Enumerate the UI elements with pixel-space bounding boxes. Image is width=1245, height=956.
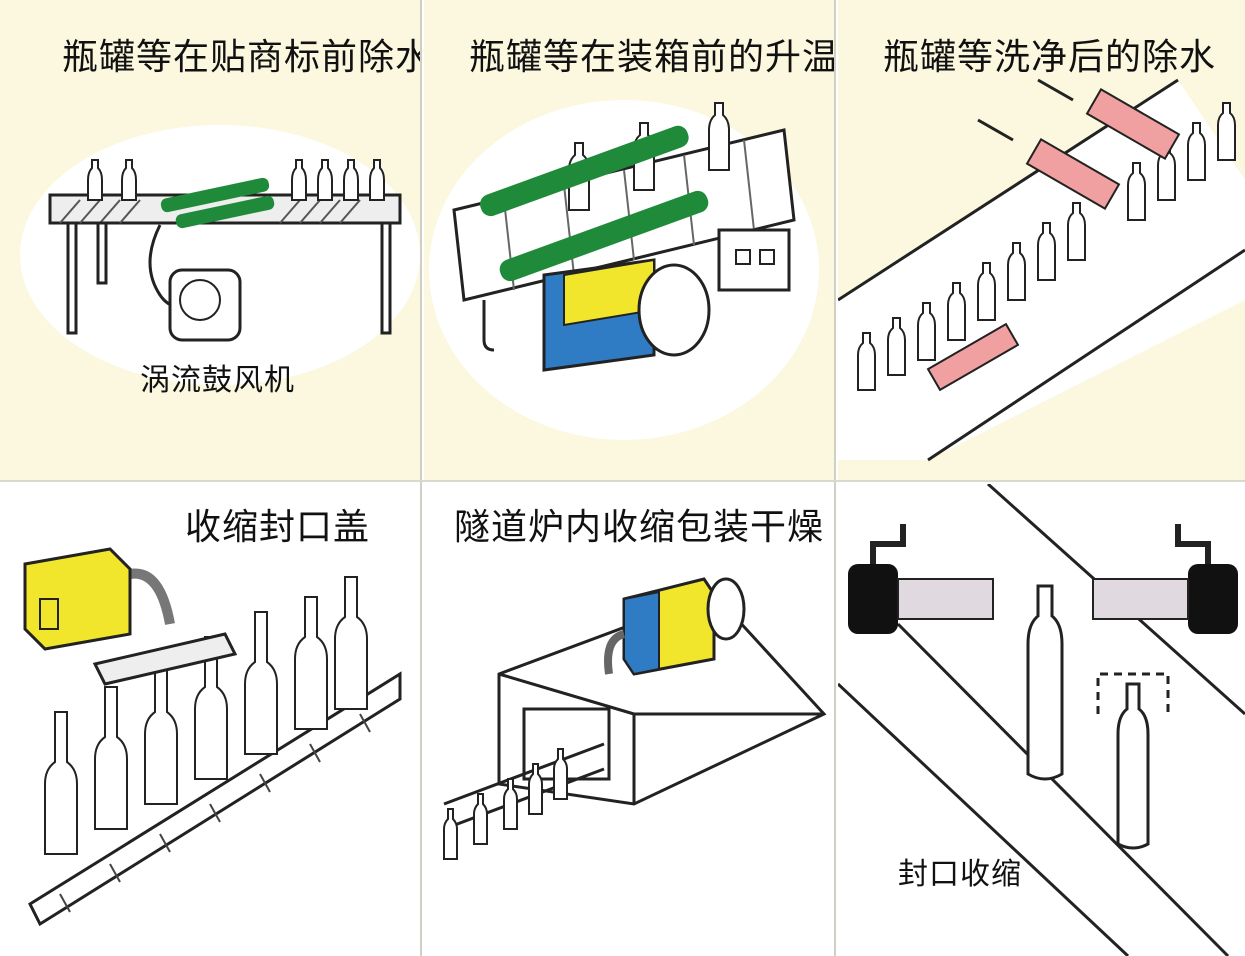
panel-title: 瓶罐等在贴商标前除水	[62, 37, 420, 78]
divider	[420, 0, 422, 956]
panel-water-removal-after-wash: 瓶罐等洗净后的除水	[838, 0, 1245, 480]
divider	[834, 0, 836, 956]
illustration-blower-conveyor	[20, 125, 420, 385]
panel-cap-shrink: 收缩封口盖	[0, 484, 410, 956]
panel-title: 瓶罐等在装箱前的升温	[469, 37, 834, 78]
panel-title: 瓶罐等洗净后的除水	[883, 37, 1217, 78]
panel-title: 收缩封口盖	[185, 507, 371, 548]
blower-label: 涡流鼓风机	[140, 363, 295, 398]
illustration-cap-shrink	[23, 547, 402, 927]
illustration-tunnel-oven	[443, 577, 827, 860]
illustration-wash-line	[838, 78, 1245, 462]
illustration-seal-shrink	[838, 484, 1245, 956]
panel-warming-before-packing: 瓶罐等在装箱前的升温	[424, 0, 834, 480]
panel-seal-shrink: 封口收缩	[838, 484, 1245, 956]
panel-tunnel-oven-drying: 隧道炉内收缩包装干燥	[414, 484, 834, 956]
panel-title: 隧道炉内收缩包装干燥	[454, 507, 825, 548]
illustration-warming-conveyor	[429, 100, 819, 440]
seal-shrink-label: 封口收缩	[898, 857, 1022, 892]
divider	[0, 480, 1245, 482]
panel-label-removal-water: 瓶罐等在贴商标前除水 涡流鼓风机	[0, 0, 420, 480]
